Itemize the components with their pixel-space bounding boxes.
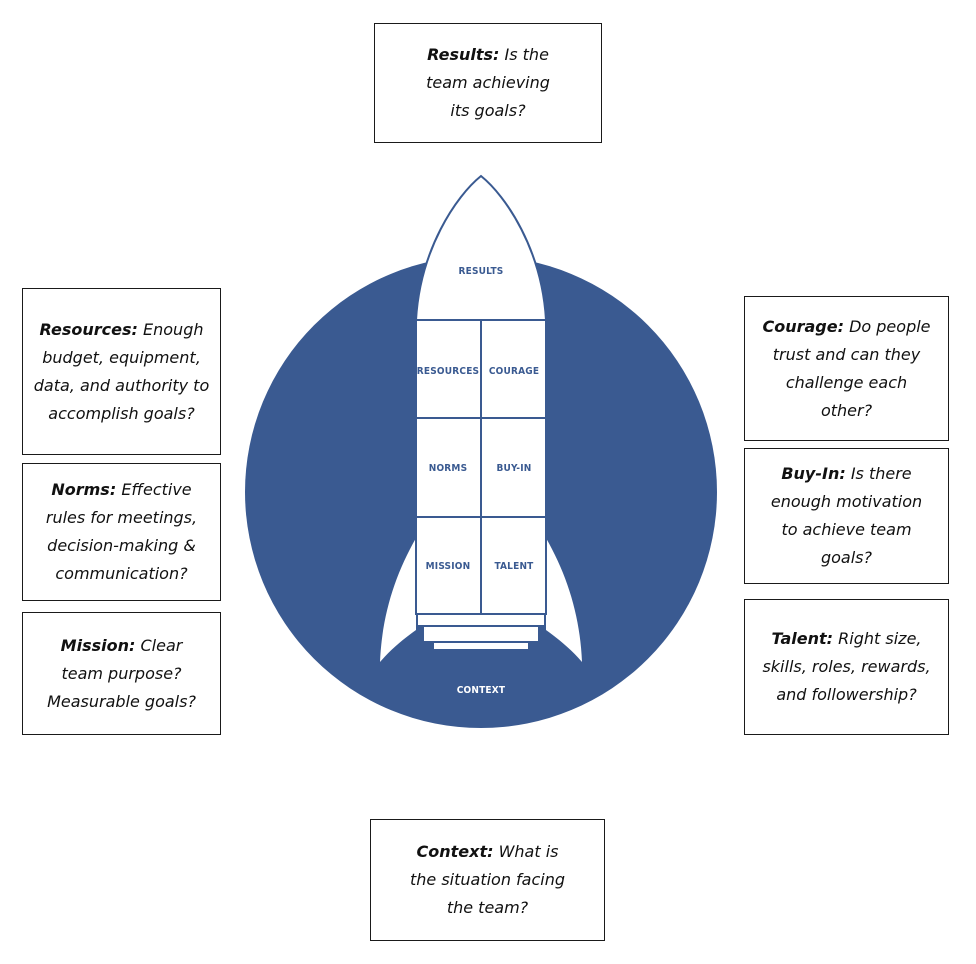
mission-description: Clear team purpose? Measurable goals? xyxy=(47,635,196,711)
courage-description: Do people trust and can they challenge e… xyxy=(772,316,931,420)
talent-term: Talent: xyxy=(771,629,834,648)
context-description: What is the situation facing the team? xyxy=(409,842,566,917)
rocket-label-courage: COURAGE xyxy=(489,366,539,377)
norms-box: Norms: Effective rules for meetings, dec… xyxy=(22,463,221,601)
courage-box: Courage: Do people trust and can they ch… xyxy=(744,296,949,441)
resources-box: Resources: Enough budget, equipment, dat… xyxy=(22,288,221,455)
talent-description: Right size, skills, roles, rewards, and … xyxy=(762,629,931,704)
nozzle-top xyxy=(418,615,544,625)
nozzle-bottom xyxy=(434,643,528,649)
buy-in-box: Buy-In: Is there enough motivation to ac… xyxy=(744,448,949,584)
rocket-label-talent: TALENT xyxy=(494,561,534,572)
norms-description: Effective rules for meetings, decision-m… xyxy=(45,480,198,583)
talent-box: Talent: Right size, skills, roles, rewar… xyxy=(744,599,949,735)
mission-term: Mission: xyxy=(60,635,136,655)
buy-in-description: Is there enough motivation to achieve te… xyxy=(770,464,923,567)
rocket-label-resources: RESOURCES xyxy=(417,366,479,377)
mission-box: Mission: Clear team purpose? Measurable … xyxy=(22,612,221,735)
buy-in-term: Buy-In: xyxy=(781,464,846,483)
rocket-label-context: CONTEXT xyxy=(457,685,506,696)
results-term: Results: xyxy=(427,45,500,64)
norms-term: Norms: xyxy=(51,480,117,499)
resources-description: Enough budget, equipment, data, and auth… xyxy=(33,319,210,423)
context-term: Context: xyxy=(416,842,494,861)
results-description: Is the team achieving its goals? xyxy=(426,45,550,120)
left-fin xyxy=(380,538,416,662)
context-box: Context: What is the situation facing th… xyxy=(370,819,605,941)
right-fin xyxy=(546,538,582,662)
results-box: Results: Is the team achieving its goals… xyxy=(374,23,602,143)
rocket-label-norms: NORMS xyxy=(429,463,468,474)
courage-term: Courage: xyxy=(762,316,844,336)
rocket-label-buy-in: BUY-IN xyxy=(496,463,531,474)
rocket-label-results: RESULTS xyxy=(459,266,504,277)
nozzle-middle xyxy=(424,627,538,641)
resources-term: Resources: xyxy=(39,319,138,339)
rocket-label-mission: MISSION xyxy=(426,561,471,572)
